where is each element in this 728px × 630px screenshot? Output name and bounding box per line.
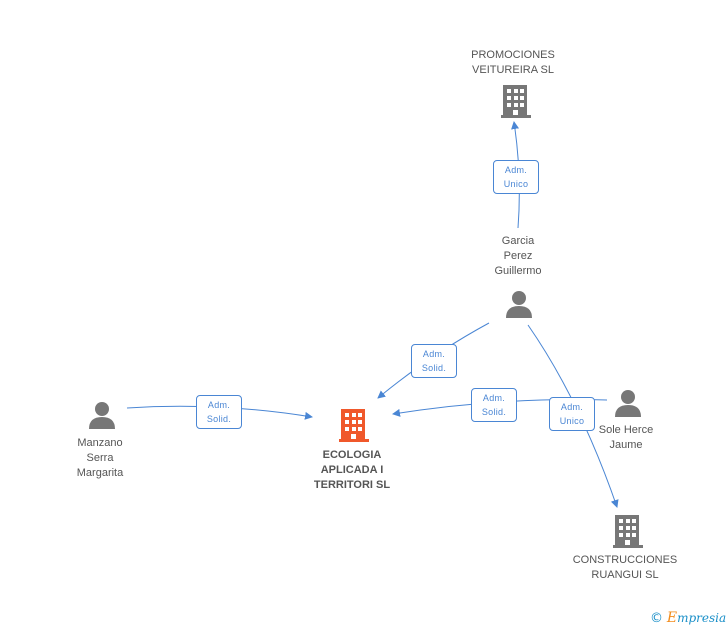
node-label-manzano[interactable]: Manzano Serra Margarita bbox=[76, 437, 124, 479]
edge-label-garcia-ecologia: Adm. Solid. bbox=[411, 344, 457, 378]
person-icon[interactable] bbox=[506, 291, 532, 318]
node-label-sole[interactable]: Sole Herce Jaume bbox=[598, 424, 654, 451]
node-label-promociones[interactable]: PROMOCIONES VEITUREIRA SL bbox=[471, 49, 555, 76]
brand-logo-name: mpresia bbox=[677, 611, 727, 625]
edge-label-sole-ecologia: Adm. Solid. bbox=[471, 388, 517, 422]
person-icon[interactable] bbox=[89, 402, 115, 429]
node-label-ecologia[interactable]: ECOLOGIA APLICADA I TERRITORI SL bbox=[313, 449, 391, 491]
edge-label-garcia-promociones: Adm. Unico bbox=[493, 160, 539, 194]
edge-label-manzano-ecologia: Adm. Solid. bbox=[196, 395, 242, 429]
edge-label-garcia-construcciones: Adm. Unico bbox=[549, 397, 595, 431]
building-icon[interactable] bbox=[613, 515, 643, 548]
brand-footer: © Empresia bbox=[650, 610, 726, 626]
node-label-construcciones[interactable]: CONSTRUCCIONES RUANGUI SL bbox=[572, 554, 678, 581]
person-icon[interactable] bbox=[615, 390, 641, 417]
brand-logo-initial: E bbox=[666, 610, 678, 626]
building-icon[interactable] bbox=[501, 85, 531, 118]
node-label-garcia[interactable]: Garcia Perez Guillermo bbox=[494, 235, 542, 277]
copyright-symbol: © bbox=[650, 611, 663, 626]
focus-building-icon[interactable] bbox=[339, 409, 369, 442]
